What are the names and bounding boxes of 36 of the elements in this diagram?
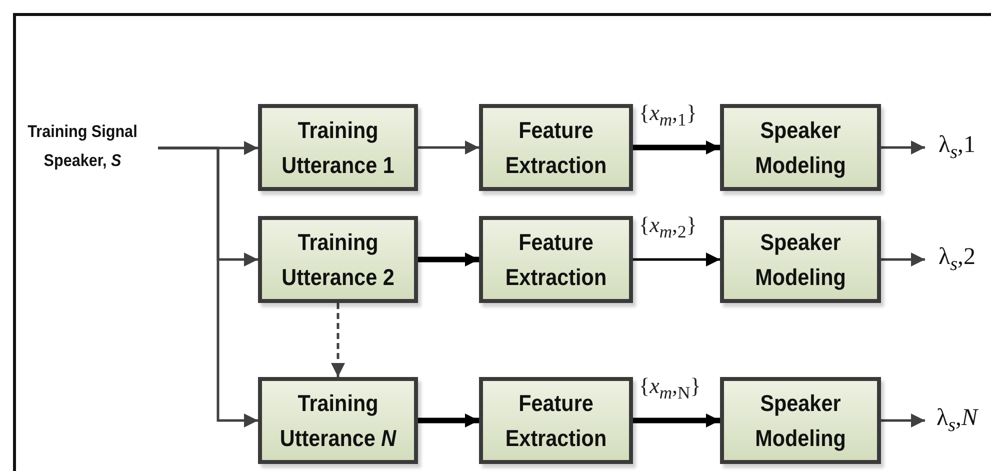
- edge-label: {x$_{m}$,$_{N}$}: [639, 373, 701, 404]
- output-label: λ$_{s}$,1: [938, 132, 976, 164]
- arrow: [881, 140, 925, 154]
- process-box: [258, 377, 418, 464]
- arrow: [633, 414, 720, 428]
- box-label: Training Utterance 1: [280, 116, 396, 180]
- process-box: [479, 104, 633, 191]
- arrow: [881, 414, 925, 428]
- arrow: [633, 140, 720, 154]
- edge-label: {x$_{m}$,$_{2}$}: [639, 212, 697, 242]
- process-box: [720, 216, 881, 303]
- arrow: [881, 252, 925, 266]
- box-label: Training Utterance 2: [280, 228, 396, 292]
- box-label: Feature Extraction: [504, 228, 608, 292]
- process-box: [258, 104, 418, 191]
- output-label: λ$_{s}$,2: [938, 244, 976, 276]
- process-box: [720, 377, 881, 464]
- output-label: λ$_{s}$,N: [936, 405, 978, 437]
- box-label: Speaker Modeling: [754, 389, 847, 453]
- arrow: [331, 303, 345, 377]
- arrow: [633, 252, 720, 266]
- arrow: [418, 252, 479, 266]
- process-box: [720, 104, 881, 191]
- box-label: Training Utterance N: [278, 389, 398, 452]
- box-label: Feature Extraction: [504, 116, 608, 180]
- arrow: [418, 414, 479, 428]
- edge-label: {x$_{m}$,$_{1}$}: [639, 100, 697, 130]
- box-label: Speaker Modeling: [754, 228, 847, 292]
- box-label: Feature Extraction: [504, 389, 608, 452]
- process-box: [479, 377, 633, 464]
- arrow: [158, 146, 258, 428]
- arrow: [418, 140, 479, 154]
- input-label: Training Signal Speaker, S: [26, 121, 138, 172]
- process-box: [258, 216, 418, 303]
- box-label: Speaker Modeling: [754, 116, 847, 180]
- process-box: [479, 216, 633, 303]
